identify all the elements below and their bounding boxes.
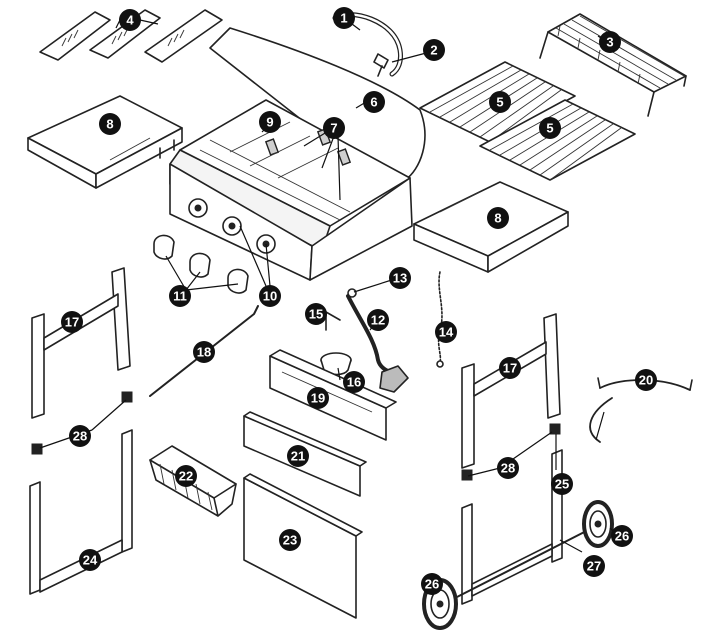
callout-22: 22: [175, 465, 197, 487]
grill-firebox: [169, 27, 426, 281]
callout-26b-label: 26: [615, 529, 629, 544]
callout-13-label: 13: [393, 271, 407, 286]
callout-2: 2: [423, 39, 445, 61]
callout-8b-label: 8: [494, 211, 501, 226]
storage-basket: [149, 445, 237, 517]
callout-21: 21: [287, 445, 309, 467]
callout-16: 16: [343, 371, 365, 393]
callout-7: 7: [323, 117, 345, 139]
callout-27-label: 27: [587, 559, 601, 574]
callout-17b: 17: [499, 357, 521, 379]
wheel-rear: [582, 500, 614, 548]
callout-14: 14: [435, 321, 457, 343]
callout-5b: 5: [539, 117, 561, 139]
callout-11: 11: [169, 285, 191, 307]
callout-5b-label: 5: [546, 121, 553, 136]
callout-8b: 8: [487, 207, 509, 229]
callout-10-label: 10: [263, 289, 277, 304]
callout-2-label: 2: [430, 43, 437, 58]
cooking-grates: [419, 61, 636, 181]
callout-17a-label: 17: [65, 315, 79, 330]
callout-5a-label: 5: [496, 95, 503, 110]
callout-25: 25: [551, 473, 573, 495]
leg-frame-left: [31, 267, 131, 419]
callout-22-label: 22: [179, 469, 193, 484]
side-shelf-left: [27, 95, 183, 189]
callout-26a: 26: [421, 573, 443, 595]
callout-28b: 28: [497, 457, 519, 479]
warming-rack: [539, 13, 687, 117]
callout-5a: 5: [489, 91, 511, 113]
leg-caps: [31, 391, 561, 481]
callout-28b-label: 28: [501, 461, 515, 476]
callout-12-label: 12: [371, 313, 385, 328]
callout-20-label: 20: [639, 373, 653, 388]
callout-26a-label: 26: [425, 577, 439, 592]
callout-15: 15: [305, 303, 327, 325]
callout-6-label: 6: [370, 95, 377, 110]
callout-18: 18: [193, 341, 215, 363]
callout-9-label: 9: [266, 115, 273, 130]
callout-11-label: 11: [173, 289, 187, 304]
callout-23-label: 23: [283, 533, 297, 548]
gas-hose: [346, 288, 409, 393]
callout-26b: 26: [611, 525, 633, 547]
callout-3-label: 3: [606, 35, 613, 50]
heat-tents: [39, 9, 223, 63]
callout-4-label: 4: [126, 13, 134, 28]
callout-3: 3: [599, 31, 621, 53]
callout-12: 12: [367, 309, 389, 331]
callout-13: 13: [389, 267, 411, 289]
callout-9: 9: [259, 111, 281, 133]
callout-14-label: 14: [439, 325, 454, 340]
callout-28a-label: 28: [73, 429, 87, 444]
callout-1-label: 1: [340, 11, 347, 26]
callout-4: 4: [119, 9, 141, 31]
base-leg-left: [29, 429, 133, 595]
callout-27: 27: [583, 555, 605, 577]
callout-19-label: 19: [311, 391, 325, 406]
callout-10: 10: [259, 285, 281, 307]
callout-8a-label: 8: [106, 117, 113, 132]
callout-21-label: 21: [291, 449, 305, 464]
callout-18-label: 18: [197, 345, 211, 360]
leg-frame-right: [461, 313, 561, 469]
callout-8a: 8: [99, 113, 121, 135]
callout-24-label: 24: [83, 553, 98, 568]
callout-7-label: 7: [330, 121, 337, 136]
callout-15-label: 15: [309, 307, 323, 322]
match-chain: [436, 271, 444, 368]
callout-24: 24: [79, 549, 101, 571]
callout-17a: 17: [61, 311, 83, 333]
callout-25-label: 25: [555, 477, 569, 492]
callout-28a: 28: [69, 425, 91, 447]
callout-16-label: 16: [347, 375, 361, 390]
door-lower: [243, 473, 363, 619]
callout-6: 6: [363, 91, 385, 113]
side-shelf-right: [413, 181, 569, 273]
callout-1: 1: [333, 7, 355, 29]
support-rod: [149, 305, 259, 397]
callout-19: 19: [307, 387, 329, 409]
base-leg-right: [454, 449, 601, 605]
callout-20: 20: [635, 369, 657, 391]
callout-17b-label: 17: [503, 361, 517, 376]
callout-23: 23: [279, 529, 301, 551]
control-knobs: [153, 234, 249, 294]
